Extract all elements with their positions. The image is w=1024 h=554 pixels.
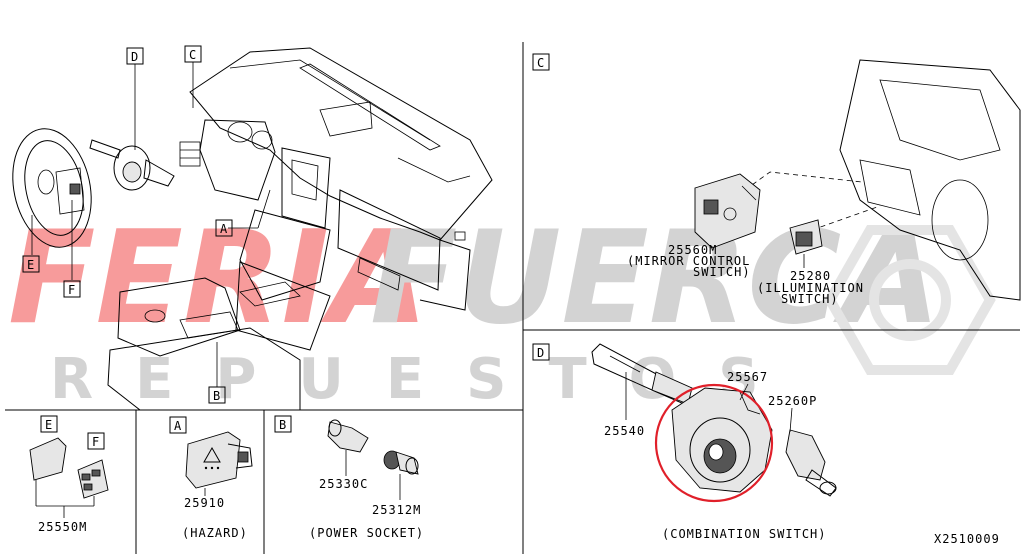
main-callout-D: D <box>126 47 144 65</box>
part-name-illumination-line2: SWITCH) <box>781 292 839 306</box>
part-number-25910: 25910 <box>184 496 225 510</box>
combination-switch-small-illustration <box>89 139 175 191</box>
steering-wheel-illustration <box>12 128 92 248</box>
turn-signal-lever-illustration <box>785 429 837 497</box>
part-name-mirror-control-line1: (MIRROR CONTROL <box>627 254 750 268</box>
part-number-25540: 25540 <box>604 424 645 438</box>
part-number-25550M: 25550M <box>38 520 87 534</box>
main-callout-A: A <box>215 219 233 237</box>
combination-switch-illustration <box>671 387 773 493</box>
callout-letter: F <box>68 283 75 297</box>
section-d: D 25567 25260P 25540 (COMBINA <box>532 343 837 541</box>
watermark-word-1: FERIA <box>8 204 428 353</box>
section-b-letter: B <box>279 418 286 432</box>
mirror-control-switch-illustration <box>694 173 761 249</box>
section-f-letter: F <box>92 435 99 449</box>
dashboard-illustration <box>107 47 493 411</box>
part-number-25260P: 25260P <box>768 394 817 408</box>
part-name-mirror-control-line2: SWITCH) <box>693 265 751 279</box>
part-number-25280: 25280 <box>790 269 831 283</box>
main-callout-C: C <box>184 45 202 63</box>
section-a-caption: (HAZARD) <box>182 526 248 540</box>
callout-letter: D <box>131 50 138 64</box>
main-callout-E: E <box>22 255 40 273</box>
steering-switch-e-illustration <box>29 437 67 481</box>
part-number-25567: 25567 <box>727 370 768 384</box>
callout-letter: B <box>213 389 220 403</box>
callout-letter: A <box>220 222 228 236</box>
part-number-25330C: 25330C <box>319 477 368 491</box>
section-a-letter: A <box>174 419 182 433</box>
highlight-circle <box>654 383 774 503</box>
part-number-25560M: 25560M <box>668 243 717 257</box>
part-name-illumination-line1: (ILLUMINATION <box>757 281 864 295</box>
watermark: FERIA FUERCA REPUESTOS <box>8 204 996 412</box>
watermark-word-3: REPUESTOS <box>50 347 801 412</box>
section-b-caption: (POWER SOCKET) <box>309 526 424 540</box>
diagram-id: X2510009 <box>934 532 1000 546</box>
power-socket-illustration <box>383 450 419 475</box>
callout-letter: C <box>189 48 196 62</box>
watermark-word-2: FUERCA <box>370 204 940 353</box>
section-b: B 25330C 25312M (POWER SOCKET) <box>274 415 424 540</box>
section-ef: E F 25550M <box>29 415 109 534</box>
section-d-letter: D <box>537 346 544 360</box>
section-a: A 25910 (HAZARD) <box>169 416 253 540</box>
callout-letter: E <box>27 258 34 272</box>
section-e-letter: E <box>45 418 52 432</box>
watermark-hex-logo-icon <box>824 225 996 375</box>
section-c: C 25560M (MIRROR CONTROL SWITCH) 25280 (… <box>532 53 1021 306</box>
section-d-caption: (COMBINATION SWITCH) <box>662 527 827 541</box>
power-socket-cap-illustration <box>327 419 369 453</box>
main-callout-F: F <box>63 280 81 298</box>
illumination-switch-illustration <box>789 219 823 268</box>
hazard-switch-illustration <box>185 431 253 489</box>
main-callout-B: B <box>208 386 226 404</box>
main-leader-lines <box>31 62 271 387</box>
part-number-25312M: 25312M <box>372 503 421 517</box>
section-c-letter: C <box>537 56 544 70</box>
